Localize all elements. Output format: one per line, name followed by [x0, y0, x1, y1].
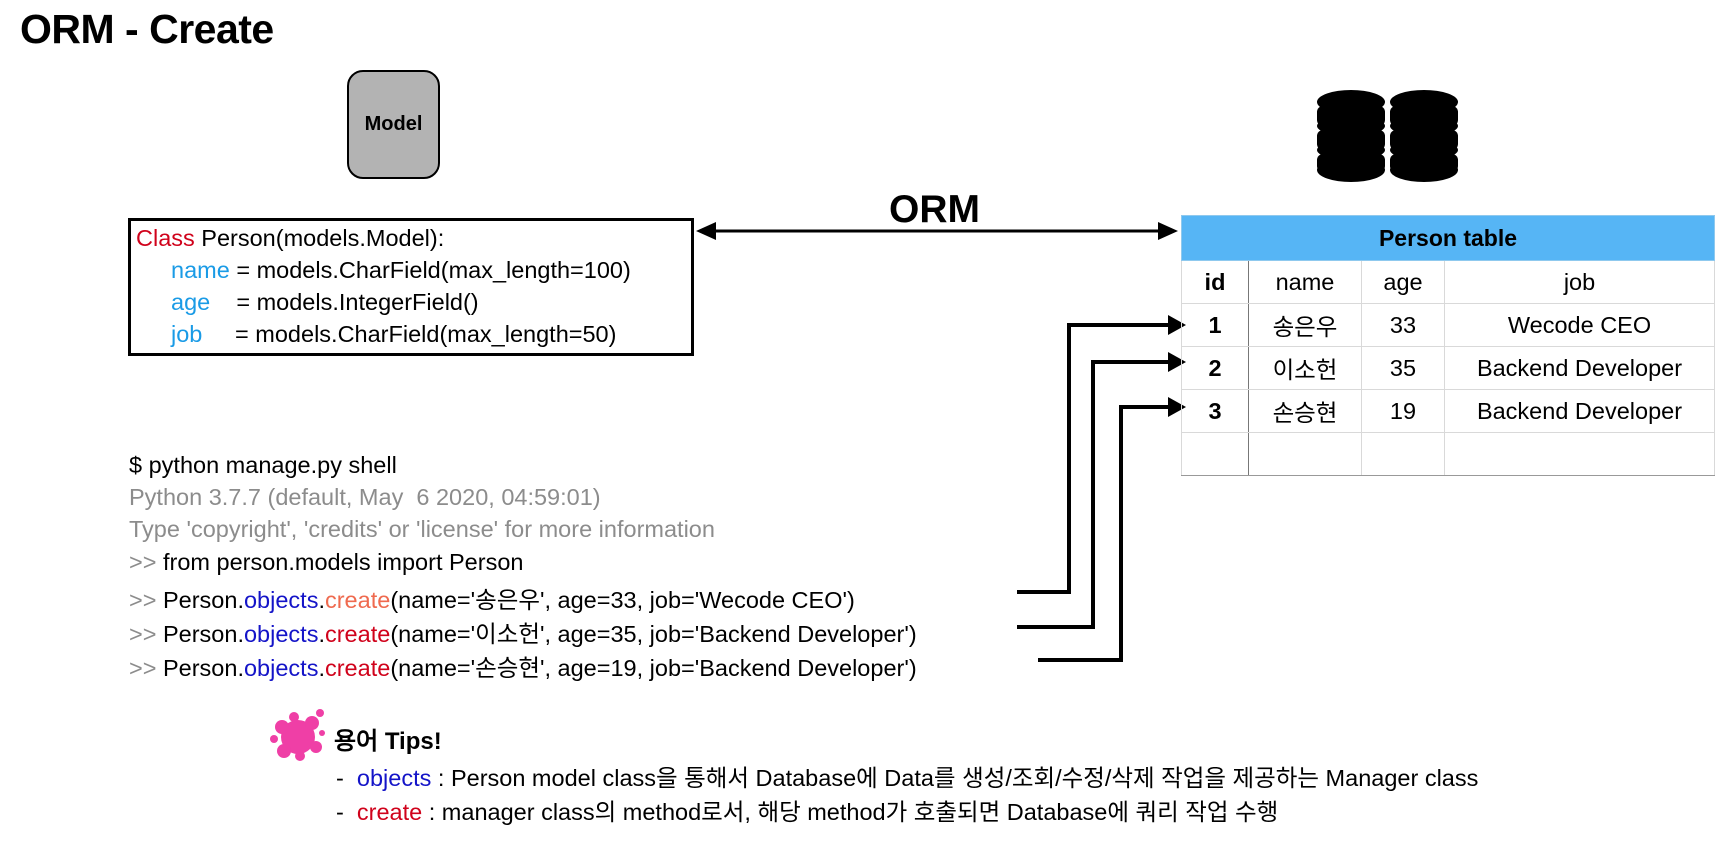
shell-create-line: >> Person.objects.create(name='손승현', age…	[129, 655, 917, 681]
table-row: 3 손승현 19 Backend Developer	[1181, 389, 1715, 433]
table-title: Person table	[1181, 215, 1715, 261]
cell-job: Backend Developer	[1444, 346, 1715, 390]
tip-item: - objects : Person model class을 통해서 Data…	[336, 765, 1479, 791]
cell-age: 19	[1361, 389, 1445, 433]
cell-job: Wecode CEO	[1444, 303, 1715, 347]
table-row: 2 이소헌 35 Backend Developer	[1181, 346, 1715, 390]
cell-name: 손승현	[1248, 389, 1362, 433]
row-arrow-3	[1038, 397, 1186, 662]
field-line-job: job = models.CharField(max_length=50)	[171, 318, 616, 350]
tip-description: : Person model class을 통해서 Database에 Data…	[431, 765, 1479, 791]
row-arrow-1	[1017, 315, 1186, 594]
tip-description: : manager class의 method로서, 해당 method가 호출…	[422, 799, 1279, 825]
cell-job: Backend Developer	[1444, 389, 1715, 433]
cell-age: 35	[1361, 346, 1445, 390]
field-line-name: name = models.CharField(max_length=100)	[171, 254, 631, 286]
tip-item: - create : manager class의 method로서, 해당 m…	[336, 799, 1279, 825]
field-name: job	[171, 321, 203, 347]
cell-id: 1	[1181, 303, 1249, 347]
shell-create-line: >> Person.objects.create(name='이소헌', age…	[129, 621, 917, 647]
cell-id: 3	[1181, 389, 1249, 433]
column-header: name	[1248, 260, 1362, 304]
column-header: age	[1361, 260, 1445, 304]
cell-name: 송은우	[1248, 303, 1362, 347]
class-line: Class Person(models.Model):	[136, 222, 444, 254]
column-header: job	[1444, 260, 1715, 304]
table-row: 1 송은우 33 Wecode CEO	[1181, 303, 1715, 347]
shell-create-line: >> Person.objects.create(name='송은우', age…	[129, 587, 855, 613]
cell-id: 2	[1181, 346, 1249, 390]
row-arrow-2	[1017, 352, 1186, 629]
table-row-empty	[1181, 432, 1715, 476]
shell-command: $ python manage.py shell	[129, 452, 397, 478]
field-line-age: age = models.IntegerField()	[171, 286, 479, 318]
field-definition: = models.IntegerField()	[236, 289, 479, 315]
cell-age: 33	[1361, 303, 1445, 347]
table-title-row: Person table	[1181, 215, 1715, 261]
class-keyword: Class	[136, 225, 195, 251]
tips-title: 용어 Tips!	[334, 728, 442, 755]
field-definition: = models.CharField(max_length=100)	[236, 257, 631, 283]
shell-info: Python 3.7.7 (default, May 6 2020, 04:59…	[129, 484, 601, 510]
column-header: id	[1181, 260, 1249, 304]
person-table: Person table id name age job 1 송은우 33 We…	[1181, 215, 1715, 476]
table-header-row: id name age job	[1181, 260, 1715, 304]
tip-term: create	[356, 799, 423, 825]
class-definition-box: Class Person(models.Model): name = model…	[128, 218, 694, 356]
field-name: age	[171, 289, 211, 315]
orm-label: ORM	[889, 188, 980, 231]
class-signature: Person(models.Model):	[194, 225, 445, 251]
field-definition: = models.CharField(max_length=50)	[235, 321, 617, 347]
shell-info: Type 'copyright', 'credits' or 'license'…	[129, 516, 715, 542]
tip-term: objects	[356, 765, 432, 791]
splash-icon	[270, 709, 325, 761]
page-title: ORM - Create	[20, 6, 274, 52]
field-name: name	[171, 257, 230, 283]
model-box: Model	[347, 70, 440, 179]
shell-import-line: >> from person.models import Person	[129, 549, 524, 575]
cell-name: 이소헌	[1248, 346, 1362, 390]
